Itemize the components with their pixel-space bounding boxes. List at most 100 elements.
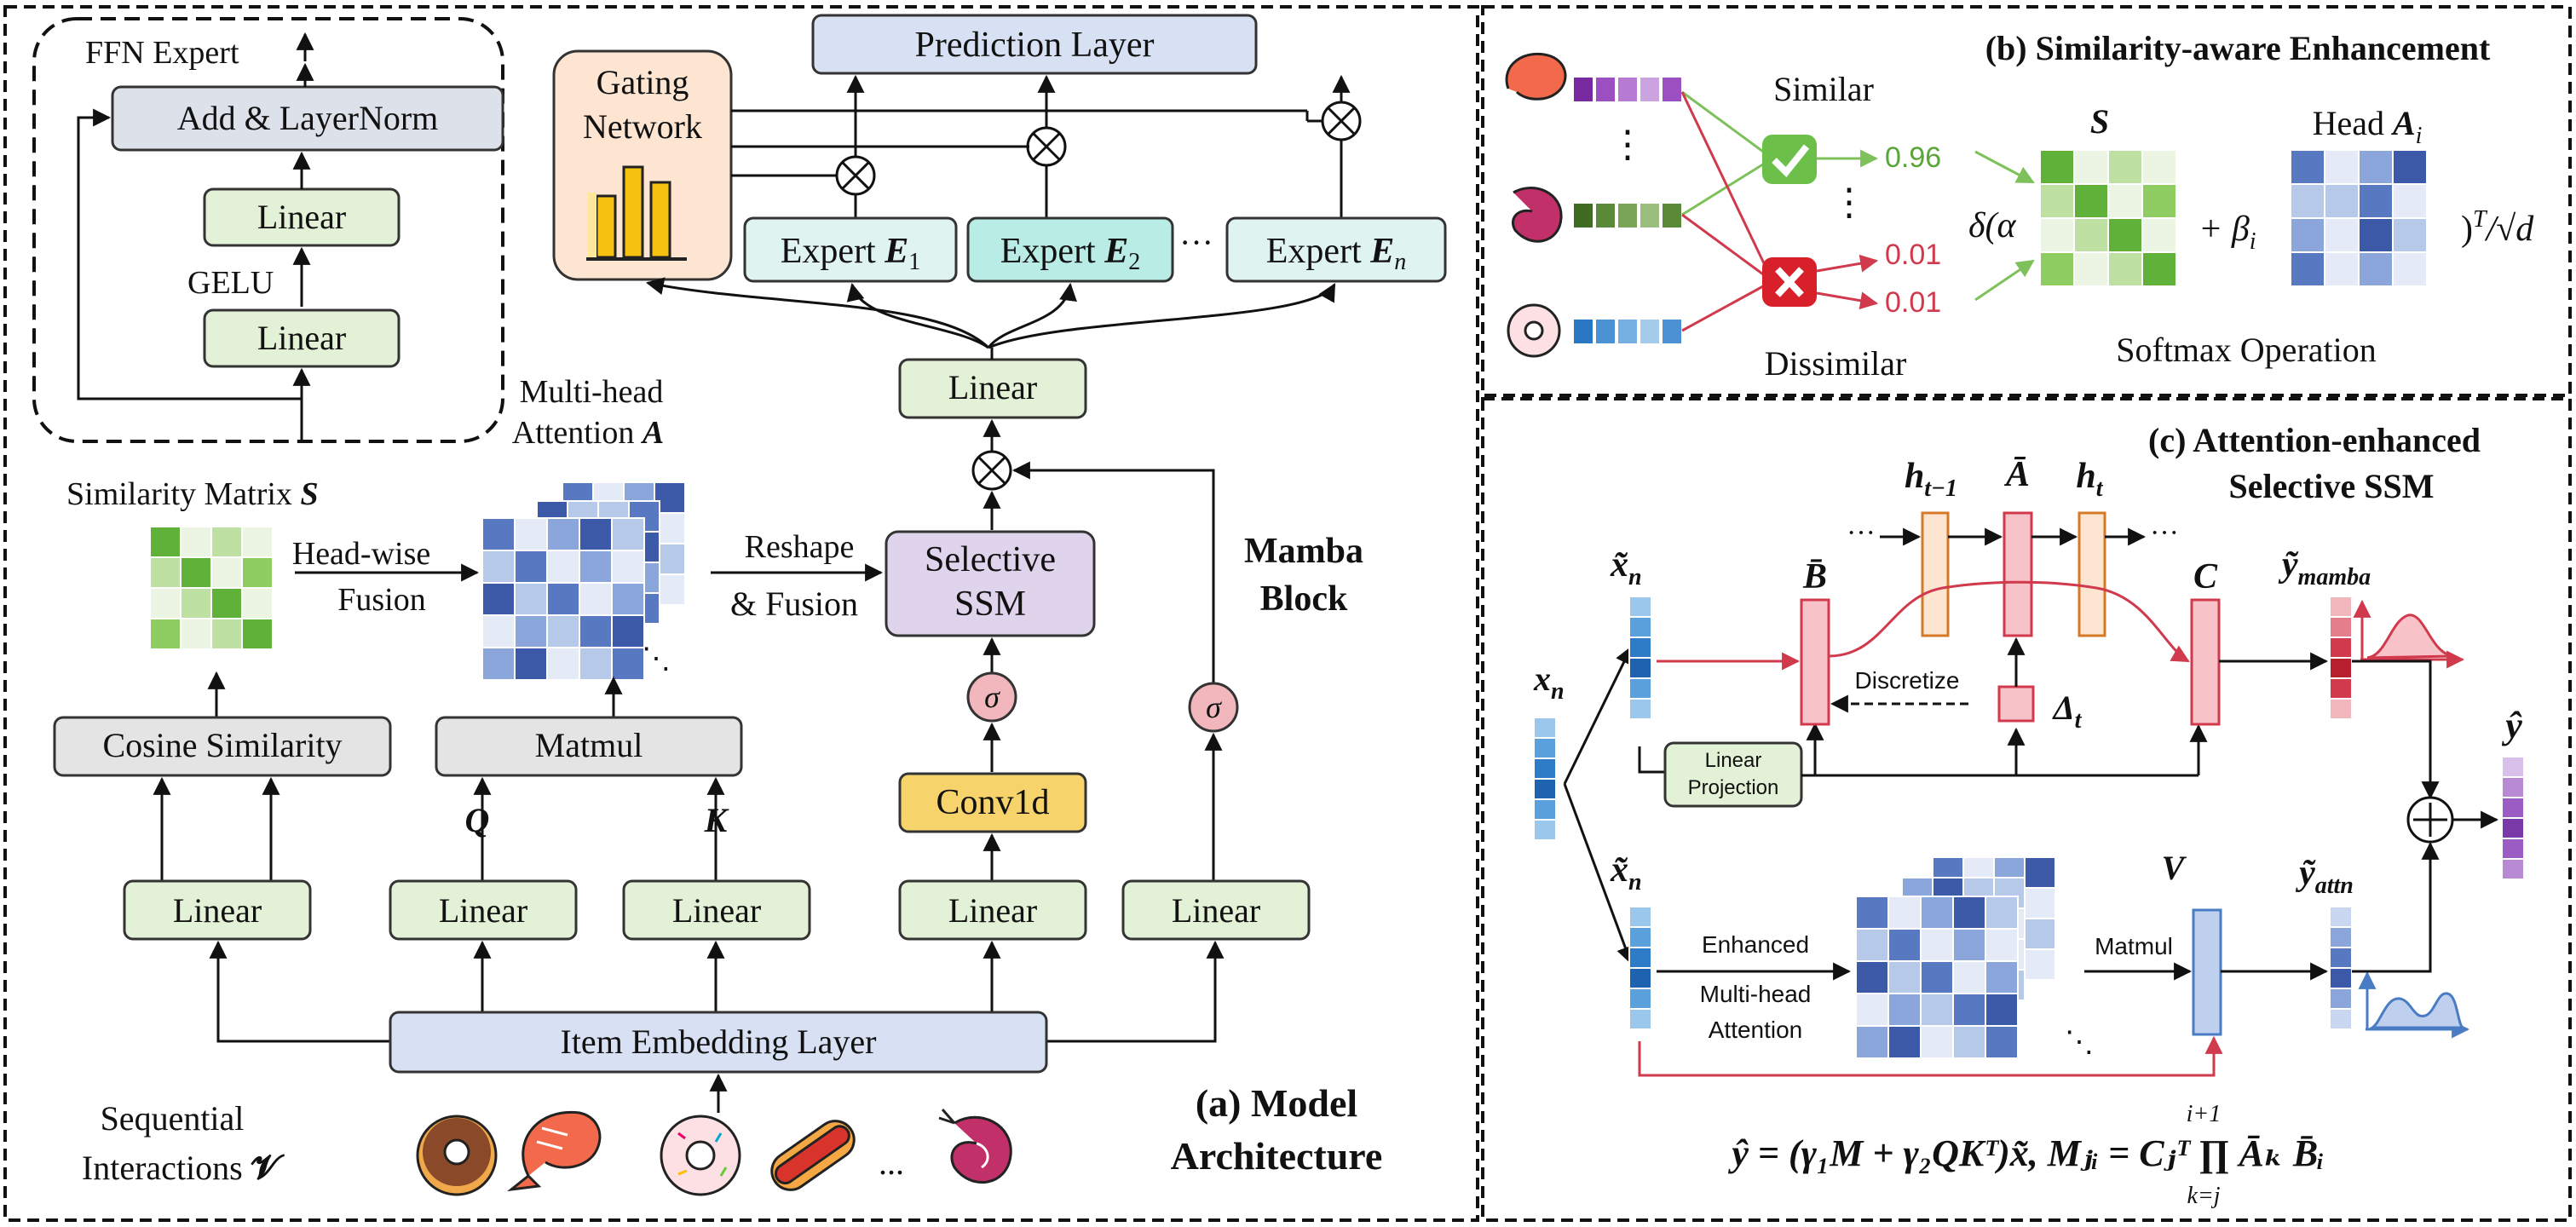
vector-cell	[2329, 616, 2353, 638]
selective-ssm-line1: Selective	[925, 540, 1056, 579]
enhanced-cell-front	[1985, 896, 2019, 930]
shrimp-icon-1	[506, 1110, 602, 1192]
similarity-grid-b	[2039, 149, 2177, 287]
score-high: 0.96	[1885, 141, 1941, 174]
vector-cell	[2329, 677, 2353, 700]
head-cell-b	[2358, 149, 2394, 185]
x-tilde-bottom-vector	[1628, 906, 1652, 1030]
vector-cell	[2501, 817, 2525, 839]
vector-cell	[2501, 858, 2525, 880]
multiply-node-2	[1026, 126, 1067, 167]
attention-cell-front	[514, 550, 548, 584]
enhanced-cell-front	[1920, 1025, 1954, 1059]
expert-n-label: Expert En	[1266, 232, 1406, 275]
y-mamba-vector	[2329, 596, 2353, 720]
prediction-layer-label: Prediction Layer	[914, 26, 1154, 65]
head-wise-line2: Fusion	[337, 582, 425, 618]
h-t-box	[2078, 511, 2106, 637]
vdots-b2: ⋮	[1830, 181, 1868, 223]
attention-cell-front	[514, 582, 548, 616]
head-cell-b	[2392, 183, 2428, 219]
delta-label: Δt	[2052, 688, 2083, 734]
attention-cell-front	[579, 614, 613, 648]
similarity-cell	[149, 618, 182, 650]
enhanced-line2: Multi-head	[1700, 981, 1812, 1007]
attention-cell-front	[514, 517, 548, 551]
enhanced-cell-back	[2024, 856, 2056, 889]
mha-dots-c: ⋱	[2065, 1027, 2094, 1058]
mha-line2: Attention A	[512, 415, 664, 451]
score-low-1: 0.01	[1885, 239, 1941, 271]
cosine-similarity-label: Cosine Similarity	[102, 726, 342, 764]
a-bar-label: Ā	[2003, 455, 2030, 494]
mamba-output-linear-label: Linear	[948, 368, 1037, 406]
linear-label-3: Linear	[672, 891, 761, 930]
attention-cell-front	[611, 614, 645, 648]
head-wise-line1: Head-wise	[292, 536, 430, 572]
embedding-cell	[1616, 76, 1639, 103]
embedding-cell	[1572, 202, 1594, 229]
embedding-cell	[1616, 202, 1639, 229]
vector-cell	[2329, 637, 2353, 659]
embedding-cell	[1639, 76, 1661, 103]
attention-cell-front	[579, 582, 613, 616]
vdots-b1: ⋮	[1609, 124, 1646, 165]
vector-cell	[2501, 776, 2525, 798]
similarity-cell	[180, 526, 212, 558]
ffn-expert-box	[32, 17, 504, 443]
v-label: V	[2162, 849, 2187, 887]
vector-cell	[1628, 988, 1652, 1010]
vector-cell	[1628, 947, 1652, 969]
linear-label-5: Linear	[1172, 891, 1260, 930]
vector-cell	[2329, 596, 2353, 618]
panel-c-title-line2: Selective SSM	[2228, 467, 2434, 505]
similarity-cell	[180, 618, 212, 650]
add-layernorm-box	[111, 85, 504, 152]
embedding-cell	[1594, 202, 1616, 229]
conv1d-label: Conv1d	[936, 783, 1049, 822]
enhanced-cell-front	[1952, 1025, 1986, 1059]
head-cell-b	[2358, 183, 2394, 219]
multiply-node-n	[1321, 101, 1362, 141]
head-cell-b	[2392, 217, 2428, 253]
head-cell-b	[2358, 251, 2394, 287]
enhanced-cell-front	[1855, 896, 1889, 930]
vector-cell	[2329, 1008, 2353, 1030]
similarity-matrix-grid	[149, 526, 274, 650]
similarity-cell-b	[2141, 217, 2177, 253]
vector-cell	[2329, 988, 2353, 1010]
attention-cell-front	[481, 582, 516, 616]
item-embedding-layer-label: Item Embedding Layer	[561, 1022, 877, 1061]
vector-cell	[1533, 737, 1557, 759]
similarity-cell-b	[2073, 149, 2109, 185]
multiply-node-1	[835, 155, 876, 196]
linear-box-1	[123, 879, 312, 941]
add-node	[2406, 796, 2454, 844]
embedding-cell	[1661, 318, 1683, 345]
vector-cell	[1533, 717, 1557, 739]
similarity-cell-b	[2073, 251, 2109, 287]
seq-dots: ...	[879, 1143, 904, 1182]
attention-cell-front	[514, 647, 548, 681]
embedding-cell	[1639, 202, 1661, 229]
attention-cell-front	[546, 517, 580, 551]
sprinkle-donut-icon	[660, 1115, 741, 1196]
vector-cell	[2329, 657, 2353, 679]
head-cell-b	[2290, 183, 2325, 219]
enhanced-cell-front	[1855, 928, 1889, 962]
sigma-label-ssm: σ	[984, 680, 1000, 714]
embedding-blue	[1572, 318, 1683, 345]
head-cell-b	[2324, 217, 2360, 253]
bar-chart-icon	[586, 165, 687, 261]
enhanced-cell-back	[2024, 887, 2056, 919]
vector-cell	[1628, 637, 1652, 659]
vector-cell	[2329, 698, 2353, 720]
enhanced-line1: Enhanced	[1702, 931, 1809, 958]
x-tilde-bottom: x̃n	[1610, 850, 1642, 896]
head-cell-b	[2324, 183, 2360, 219]
enhanced-cell-front	[1920, 896, 1954, 930]
score-low-2: 0.01	[1885, 286, 1941, 319]
vector-cell	[2329, 967, 2353, 989]
y-mamba-label: ỹmamba	[2278, 545, 2371, 590]
vector-cell	[1628, 677, 1652, 700]
